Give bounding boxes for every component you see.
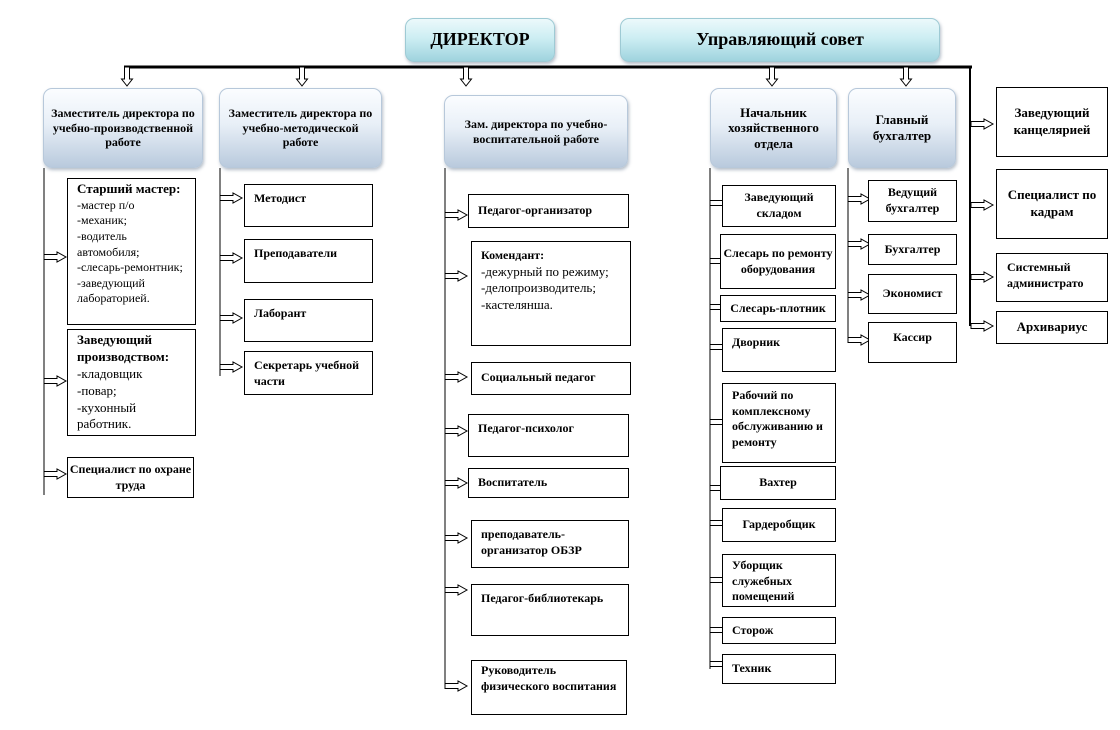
cloakroom-box: Гардеробщик xyxy=(722,508,836,542)
janitor-label: Дворник xyxy=(732,335,781,349)
director-label: ДИРЕКТОР xyxy=(430,29,530,50)
safety-specialist-label: Специалист по охране труда xyxy=(69,461,192,492)
librarian-box: Педагог-библиотекарь xyxy=(471,584,629,636)
teachers-box: Преподаватели xyxy=(244,239,373,283)
obzr-teacher-label: преподаватель-организатор ОБЗР xyxy=(481,527,582,557)
production-head-item: -кухонный работник. xyxy=(77,399,137,432)
deputy-educational-box: Зам. директора по учебно-воспитательной … xyxy=(444,95,628,168)
accountant-box: Бухгалтер xyxy=(868,234,957,265)
production-head-box: Заведующий производством: -кладовщик -по… xyxy=(67,329,196,436)
deputy-methodical-box: Заместитель директора по учебно-методиче… xyxy=(219,88,382,168)
hr-specialist-box: Специалист по кадрам xyxy=(996,169,1108,239)
deputy-production-label: Заместитель директора по учебно-производ… xyxy=(51,106,195,150)
commandant-item: -делопроизводитель; xyxy=(481,280,596,296)
commandant-item: -дежурный по режиму; xyxy=(481,263,609,279)
repair-mechanic-label: Слесарь по ремонту оборудования xyxy=(723,245,833,276)
senior-master-box: Старший мастер: -мастер п/о -механик; -в… xyxy=(67,178,196,325)
director-box: ДИРЕКТОР xyxy=(405,18,555,62)
household-head-label: Начальник хозяйственного отдела xyxy=(728,104,819,151)
social-pedagog-box: Социальный педагог xyxy=(471,362,631,395)
maintenance-worker-box: Рабочий по комплексному обслуживанию и р… xyxy=(722,383,836,463)
economist-box: Экономист xyxy=(868,274,957,314)
carpenter-label: Слесарь-плотник xyxy=(730,300,826,315)
archivist-label: Архивариус xyxy=(1016,319,1088,335)
laborant-label: Лаборант xyxy=(254,306,307,320)
technician-box: Техник xyxy=(722,654,836,684)
commandant-box: Комендант: -дежурный по режиму; -делопро… xyxy=(471,241,631,346)
social-pedagog-label: Социальный педагог xyxy=(481,370,596,384)
secretary-label: Секретарь учебной части xyxy=(254,358,360,388)
lead-accountant-box: Ведущий бухгалтер xyxy=(868,180,957,222)
deputy-production-box: Заместитель директора по учебно-производ… xyxy=(43,88,203,168)
organizer-box: Педагог-организатор xyxy=(468,194,629,228)
cleaner-box: Уборщик служебных помещений xyxy=(722,554,836,607)
guard-box: Сторож xyxy=(722,617,836,644)
cashier-box: Кассир xyxy=(868,322,957,363)
senior-master-title: Старший мастер: xyxy=(77,181,181,196)
warehouse-head-label: Заведующий складом xyxy=(744,190,814,220)
deputy-methodical-label: Заместитель директора по учебно-методиче… xyxy=(228,106,373,150)
chief-accountant-label: Главный бухгалтер xyxy=(872,112,932,143)
senior-master-item: -механик; xyxy=(77,213,127,228)
maintenance-worker-label: Рабочий по комплексному обслуживанию и р… xyxy=(732,388,823,449)
senior-master-item: -слесарь-ремонтник; xyxy=(77,260,183,275)
commandant-title: Комендант: xyxy=(481,248,545,262)
senior-master-item: -мастер п/о xyxy=(77,197,135,212)
educator-box: Воспитатель xyxy=(468,468,629,498)
hr-specialist-label: Специалист по кадрам xyxy=(1007,187,1097,219)
production-head-title: Заведующий производством: xyxy=(77,332,170,364)
senior-master-item: -заведующий лабораторией. xyxy=(77,275,150,306)
cashier-label: Кассир xyxy=(893,330,932,344)
teachers-label: Преподаватели xyxy=(254,246,338,260)
psychologist-label: Педагог-психолог xyxy=(478,421,574,435)
cleaner-label: Уборщик служебных помещений xyxy=(732,558,795,604)
cloakroom-label: Гардеробщик xyxy=(742,517,816,532)
senior-master-item: -водитель автомобиля; xyxy=(77,229,140,259)
janitor-box: Дворник xyxy=(722,328,836,372)
office-head-label: Заведующий канцелярией xyxy=(1013,105,1091,137)
watchman-label: Вахтер xyxy=(759,475,797,490)
pe-head-box: Руководитель физического воспитания xyxy=(471,660,627,715)
methodist-box: Методист xyxy=(244,184,373,227)
commandant-item: -кастелянша. xyxy=(481,297,553,313)
lead-accountant-label: Ведущий бухгалтер xyxy=(885,185,940,215)
safety-specialist-box: Специалист по охране труда xyxy=(67,457,194,498)
economist-label: Экономист xyxy=(882,286,943,301)
production-head-item: -повар; xyxy=(77,382,117,398)
watchman-box: Вахтер xyxy=(720,466,836,500)
guard-label: Сторож xyxy=(732,623,774,637)
warehouse-head-box: Заведующий складом xyxy=(722,185,836,227)
office-head-box: Заведующий канцелярией xyxy=(996,87,1108,157)
carpenter-box: Слесарь-плотник xyxy=(720,295,836,322)
obzr-teacher-box: преподаватель-организатор ОБЗР xyxy=(471,520,629,568)
laborant-box: Лаборант xyxy=(244,299,373,342)
sysadmin-box: Системный администрато xyxy=(996,253,1108,302)
chief-accountant-box: Главный бухгалтер xyxy=(848,88,956,168)
council-box: Управляющий совет xyxy=(620,18,940,62)
pe-head-label: Руководитель физического воспитания xyxy=(481,663,617,693)
technician-label: Техник xyxy=(732,661,772,675)
educator-label: Воспитатель xyxy=(478,475,548,489)
repair-mechanic-box: Слесарь по ремонту оборудования xyxy=(720,234,836,289)
librarian-label: Педагог-библиотекарь xyxy=(481,591,604,605)
sysadmin-label: Системный администрато xyxy=(1007,260,1084,290)
archivist-box: Архивариус xyxy=(996,311,1108,344)
household-head-box: Начальник хозяйственного отдела xyxy=(710,88,837,168)
council-label: Управляющий совет xyxy=(696,29,864,50)
organizer-label: Педагог-организатор xyxy=(478,203,593,217)
methodist-label: Методист xyxy=(254,191,307,205)
psychologist-box: Педагог-психолог xyxy=(468,414,629,457)
secretary-box: Секретарь учебной части xyxy=(244,351,373,395)
deputy-educational-label: Зам. директора по учебно-воспитательной … xyxy=(464,117,608,146)
production-head-item: -кладовщик xyxy=(77,365,143,381)
accountant-label: Бухгалтер xyxy=(884,241,941,256)
